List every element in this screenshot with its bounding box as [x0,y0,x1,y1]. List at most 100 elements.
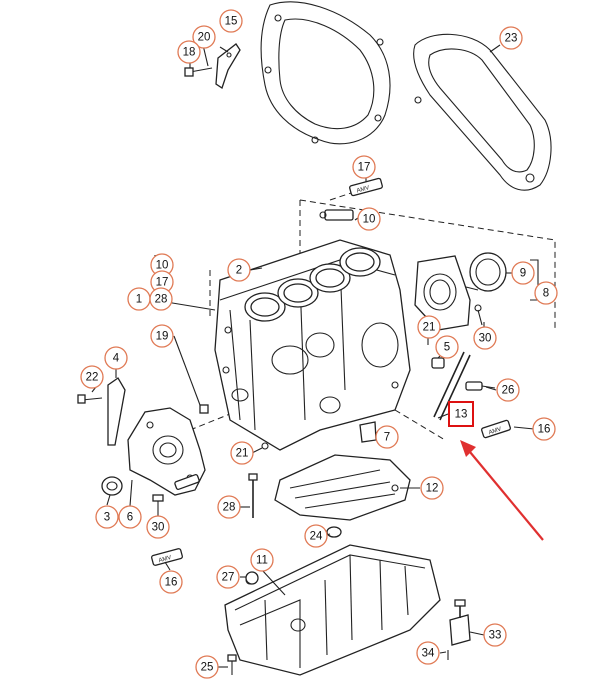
callout-number: 27 [222,572,235,584]
callout-9: 9 [511,261,535,285]
callout-number: 17 [156,277,169,289]
oil-pump-bracket [77,377,126,446]
callout-24: 24 [304,524,328,548]
callout-number: 21 [423,322,436,334]
callout-circle [417,315,441,339]
callout-number: 28 [155,294,168,306]
callout-number: 16 [165,577,178,589]
callout-33: 33 [483,623,507,647]
callout-26: 26 [496,378,520,402]
callout-circle [483,623,507,647]
callout-number: 4 [113,353,120,365]
callout-number: 23 [505,33,518,45]
callout-number: 30 [152,522,165,534]
callout-circle [496,378,520,402]
callout-16: 16 [532,417,556,441]
callout-number: 33 [489,630,502,642]
callout-17: 17 [352,155,376,179]
callout-circle [104,346,128,370]
callout-23: 23 [499,26,523,50]
callout-number: 15 [225,16,238,28]
callout-circle [534,281,558,305]
callout-34: 34 [416,641,440,665]
callout-16: 16 [159,570,183,594]
callout-number: 34 [422,648,435,660]
callout-circle [304,524,328,548]
callout-number: 21 [236,448,249,460]
callout-1: 1 [127,287,151,311]
callout-20: 20 [192,25,216,49]
callout-circle [118,505,142,529]
callout-28: 28 [149,287,173,311]
callout-18: 18 [177,40,201,64]
callout-number: 7 [384,432,390,444]
callout-number: 28 [223,502,236,514]
callout-number: 5 [444,342,450,354]
bracket-part [184,43,241,90]
callout-number: 22 [86,372,99,384]
callout-circle [217,495,241,519]
rear-gasket [260,1,391,145]
callout-circle [511,261,535,285]
long-bolt [199,404,269,518]
highlight-box [448,401,474,427]
callout-7: 7 [375,425,399,449]
callout-circle [192,25,216,49]
callout-number: 3 [104,512,110,524]
callout-number: 26 [502,385,515,397]
callout-number: 2 [236,265,242,277]
callout-number: 16 [538,424,551,436]
callout-21: 21 [417,315,441,339]
callout-number: 20 [198,32,211,44]
seal-flange [414,252,507,331]
callout-2: 2 [227,258,251,282]
callout-circle [216,565,240,589]
engine-block [214,239,411,451]
right-side-parts: AMV [274,351,511,521]
callout-number: 9 [520,268,526,280]
callout-25: 25 [195,655,219,679]
oil-pan: AMV [151,526,471,676]
callout-10: 10 [150,253,174,277]
sensor-part: AMV [319,177,383,221]
callout-30: 30 [473,326,497,350]
cover-plate [413,33,552,191]
callout-number: 8 [543,288,549,300]
callout-circle [375,425,399,449]
callout-8: 8 [534,281,558,305]
oil-pump [101,407,206,520]
callout-circle [146,515,170,539]
callout-circle [219,9,243,33]
callout-13: 13 [448,401,474,427]
callout-number: 24 [310,531,323,543]
callout-4: 4 [104,346,128,370]
callout-circle [250,548,274,572]
pointer-arrow [460,440,544,541]
callout-circle [435,335,459,359]
callout-circle [150,324,174,348]
callout-number: 12 [426,483,439,495]
callout-circle [149,287,173,311]
callout-circle [357,207,381,231]
callout-15: 15 [219,9,243,33]
callout-5: 5 [435,335,459,359]
tube-label-2: AMV [488,426,502,436]
callout-circle [473,326,497,350]
callout-number: 1 [136,294,142,306]
callout-circle [230,441,254,465]
callout-number: 30 [479,333,492,345]
callout-number: 10 [156,260,169,272]
callout-number: 13 [455,409,468,421]
callout-11: 11 [250,548,274,572]
callout-circle [532,417,556,441]
callout-number: 10 [363,214,376,226]
callout-22: 22 [80,365,104,389]
callout-circle [195,655,219,679]
tube-label-3: AMV [158,555,172,564]
callout-6: 6 [118,505,142,529]
callout-30: 30 [146,515,170,539]
tube-label: AMV [356,185,370,194]
callout-3: 3 [95,505,119,529]
callout-number: 25 [201,662,214,674]
